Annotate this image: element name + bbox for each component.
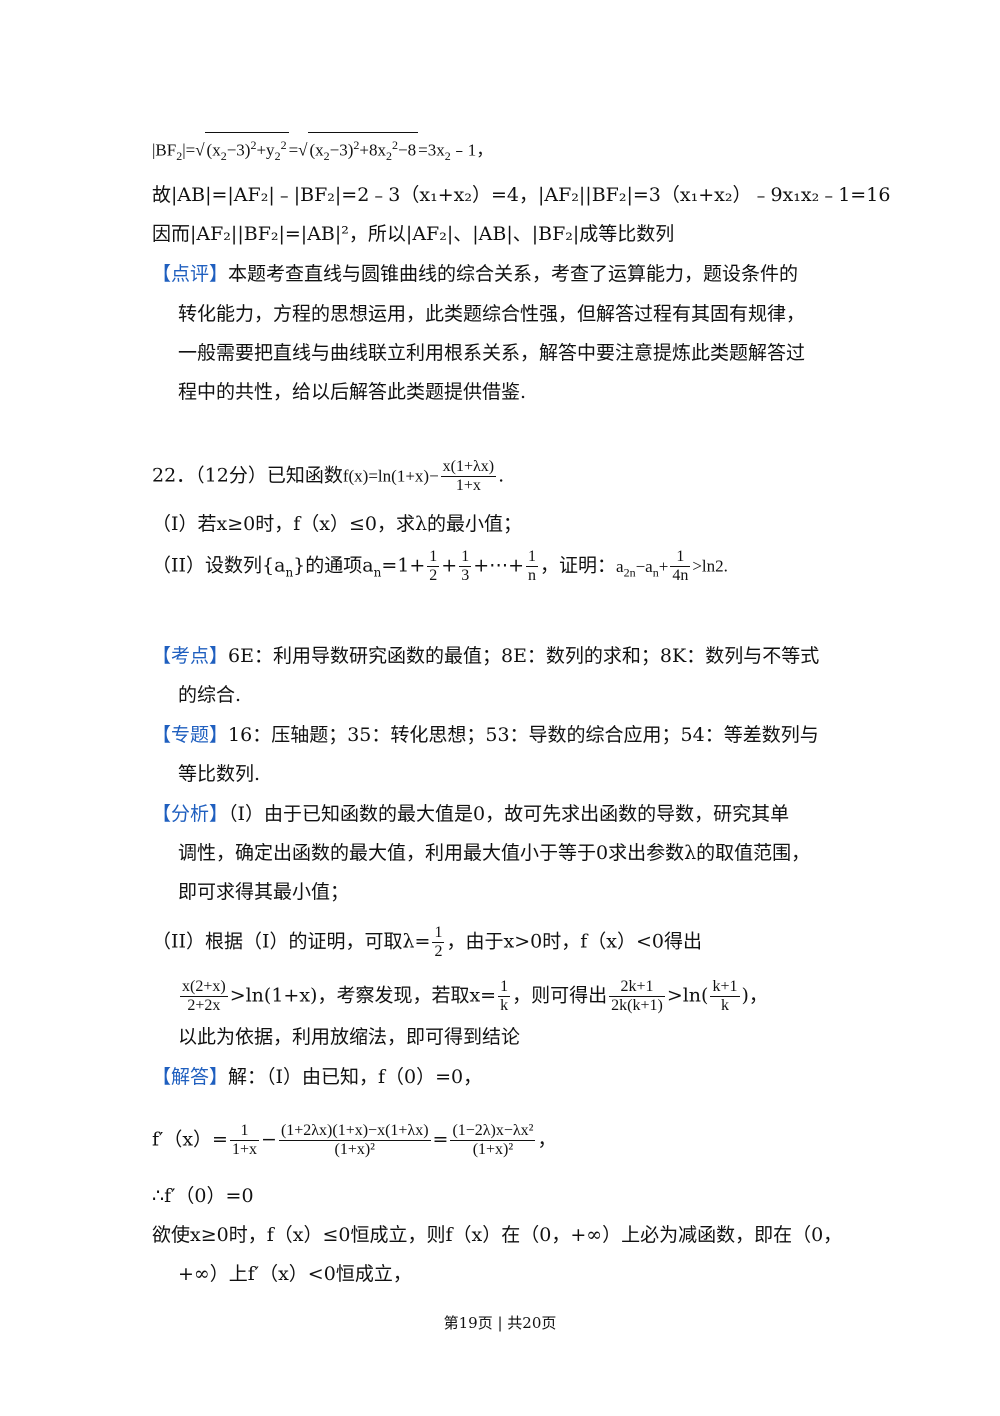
question-part1: （I）若x≥0时，f（x）≤0，求λ的最小值；	[152, 513, 523, 535]
step-1: ∴f′（0）=0	[152, 1185, 254, 1207]
fenxi-tag: 【分析】	[152, 803, 229, 825]
kaodian-line1: 【考点】6E：利用导数研究函数的最值；8E：数列的求和；8K：数列与不等式	[152, 645, 820, 667]
step-2: 欲使x≥0时，f（x）≤0恒成立，则f（x）在（0，+∞）上必为减函数，即在（0…	[152, 1224, 843, 1246]
fenxi-line2: 调性，确定出函数的最大值，利用最大值小于等于0求出参数λ的取值范围，	[178, 842, 811, 864]
fenxi-line1: 【分析】（I）由于已知函数的最大值是0，故可先求出函数的导数，研究其单	[152, 803, 790, 825]
line-bf2: |BF2|=√(x2−3)2+y22=√(x2−3)2+8x22−8=3x2﹣1…	[152, 132, 493, 168]
dianping-line3: 一般需要把直线与曲线联立利用根系关系，解答中要注意提炼此类题解答过	[178, 342, 806, 364]
zhuanti-tag: 【专题】	[152, 724, 229, 746]
kaodian-tag: 【考点】	[152, 645, 229, 667]
jieda-line1: 【解答】解：（I）由已知，f（0）=0，	[152, 1066, 483, 1088]
fenxi-line3: 即可求得其最小值；	[178, 881, 350, 903]
page-footer: 第19页 | 共20页	[443, 1314, 557, 1332]
dianping-line2: 转化能力，方程的思想运用，此类题综合性强，但解答过程有其固有规律，	[178, 303, 806, 325]
step-3: +∞）上f′（x）<0恒成立，	[178, 1263, 412, 1285]
kaodian-line2: 的综合.	[178, 684, 242, 706]
dianping-line1: 【点评】本题考查直线与圆锥曲线的综合关系，考查了运算能力，题设条件的	[152, 263, 799, 285]
zhuanti-line1: 【专题】16：压轴题；35：转化思想；53：导数的综合应用；54：等差数列与	[152, 724, 819, 746]
zhuanti-line2: 等比数列.	[178, 763, 261, 785]
fenxi-line-last: 以此为依据，利用放缩法，即可得到结论	[178, 1026, 521, 1048]
jieda-tag: 【解答】	[152, 1066, 229, 1088]
question-22: 22．（12分）已知函数f(x)=ln(1+x)−x(1+λx)1+x.	[152, 458, 505, 494]
line-conclusion: 因而|AF₂||BF₂|=|AB|²，所以|AF₂|、|AB|、|BF₂|成等比…	[152, 223, 675, 245]
q22-fraction: x(1+λx)1+x	[440, 458, 497, 494]
line-ab: 故|AB|=|AF₂|﹣|BF₂|=2﹣3（x₁+x₂）=4，|AF₂||BF₂…	[152, 184, 891, 206]
dianping-tag: 【点评】	[152, 263, 229, 285]
dianping-line4: 程中的共性，给以后解答此类题提供借鉴.	[178, 381, 527, 403]
